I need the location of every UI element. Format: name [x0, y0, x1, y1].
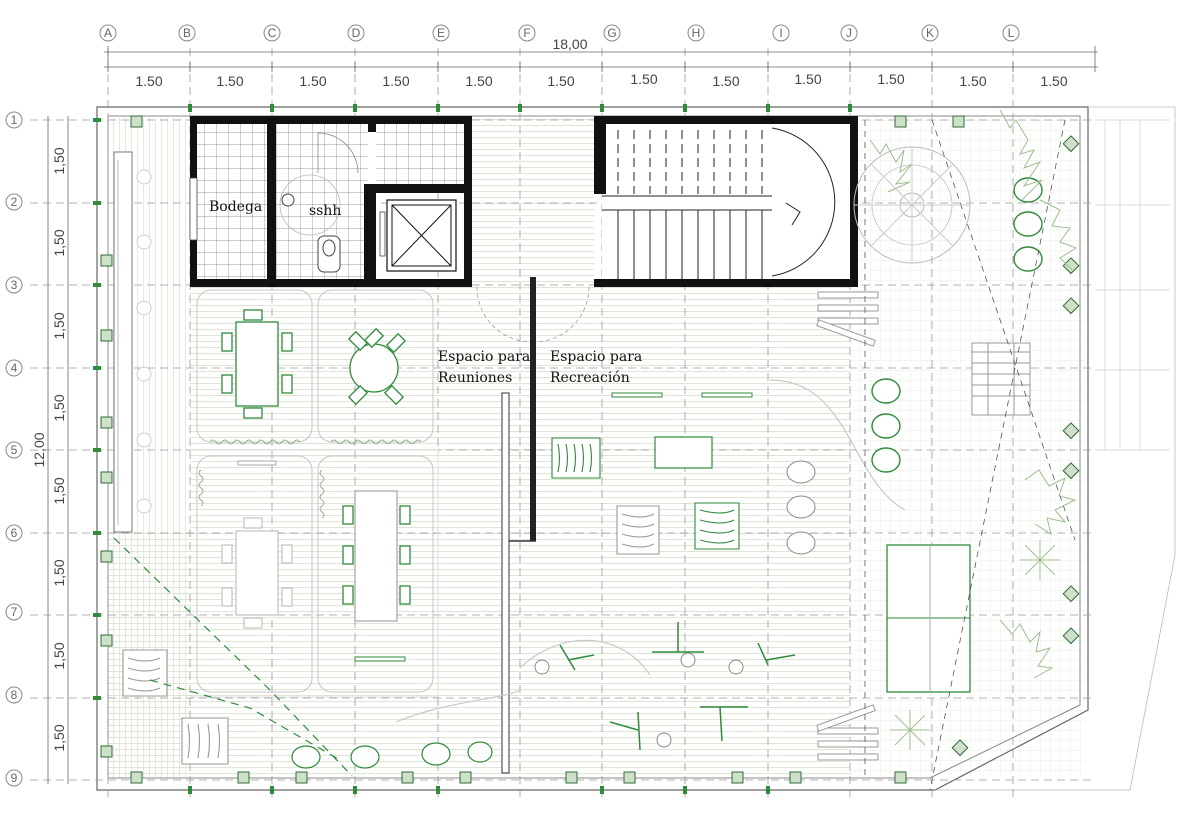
svg-text:F: F	[523, 26, 530, 40]
svg-text:4: 4	[11, 361, 18, 375]
column-dimensions: 1.50 1.50 1.50 1.50 1.50 1.50 1.50 1.50 …	[135, 71, 1067, 89]
stair-core	[594, 116, 858, 287]
total-height-label: 12,00	[31, 432, 47, 467]
grid-row-label: 7	[5, 603, 23, 621]
meeting-table-long	[342, 490, 411, 622]
column-grid-labels: A B C D E F G H I J K L	[99, 24, 1020, 42]
column-dim: 1.50	[1040, 73, 1067, 89]
wall-shelf	[237, 460, 277, 466]
svg-text:2: 2	[11, 195, 18, 209]
column-dim: 1.50	[465, 73, 492, 89]
room-label-reuniones-line1: Espacio para	[438, 349, 530, 365]
room-label-recreacion-line1: Espacio para	[550, 349, 642, 365]
grid-row-label: 1	[5, 111, 23, 129]
column-dim: 1.50	[959, 73, 986, 89]
perimeter-columns	[100, 115, 1080, 784]
svg-text:9: 9	[11, 771, 18, 785]
room-label-recreacion-line2: Recreación	[550, 370, 630, 386]
grid-column-label: I	[772, 24, 790, 42]
grid-row-label: 4	[5, 359, 23, 377]
svg-text:C: C	[268, 26, 277, 40]
top-dimension-line	[104, 46, 1098, 72]
column-dim: 1.50	[216, 73, 243, 89]
svg-text:I: I	[779, 26, 782, 40]
grid-column-label: F	[518, 24, 536, 42]
wall-shelf	[354, 656, 406, 662]
svg-text:J: J	[846, 26, 852, 40]
svg-text:D: D	[352, 26, 361, 40]
grid-column-label: A	[99, 24, 117, 42]
row-dim: 1,50	[51, 229, 67, 256]
grid-column-label: C	[263, 24, 281, 42]
column-dim-ticks	[189, 62, 1014, 72]
column-dim: 1.50	[712, 73, 739, 89]
recreation-furniture	[113, 119, 1076, 791]
left-bench	[113, 151, 152, 533]
grid-column-label: H	[687, 24, 705, 42]
row-dim: 1,50	[51, 724, 67, 751]
meeting-table-round	[347, 327, 407, 406]
grid-row-label: 9	[5, 769, 23, 787]
meeting-area-outline	[190, 449, 439, 698]
row-dim: 1,50	[51, 477, 67, 504]
grid-row-label: 6	[5, 524, 23, 542]
svg-text:1: 1	[11, 113, 18, 127]
row-dimensions: 1,50 1,50 1,50 1,50 1,50 1,50 1,50 1,50	[51, 147, 67, 751]
room-label-reuniones-line2: Reuniones	[438, 370, 512, 386]
grid-column-label: B	[178, 24, 196, 42]
row-dim: 1,50	[51, 559, 67, 586]
column-dim: 1.50	[877, 71, 904, 87]
column-dim: 1.50	[135, 73, 162, 89]
row-grid-labels: 1 2 3 4 5 6 7 8 9	[5, 111, 23, 787]
grid-column-label: D	[347, 24, 365, 42]
svg-text:K: K	[926, 26, 934, 40]
svg-text:E: E	[437, 26, 445, 40]
row-dim: 1,50	[51, 312, 67, 339]
meeting-table-rect-1	[221, 309, 293, 419]
rug-fringes	[198, 439, 422, 519]
service-core	[189, 116, 472, 287]
row-dim: 1,50	[51, 394, 67, 421]
grid-column-label: K	[921, 24, 939, 42]
sliding-partition	[501, 392, 510, 774]
terrace-vegetation	[853, 109, 1078, 750]
grid-column-label: J	[840, 24, 858, 42]
svg-text:G: G	[607, 26, 616, 40]
grid-row-label: 3	[5, 276, 23, 294]
grid-row-label: 5	[5, 441, 23, 459]
column-dim: 1.50	[794, 71, 821, 87]
room-label-bodega: Bodega	[209, 199, 262, 215]
svg-text:A: A	[104, 26, 112, 40]
grid-column-label: L	[1002, 24, 1020, 42]
row-dim: 1,50	[51, 147, 67, 174]
svg-text:6: 6	[11, 526, 18, 540]
row-dim: 1,50	[51, 642, 67, 669]
room-label-sshh: sshh	[309, 203, 341, 219]
grid-row-label: 8	[5, 686, 23, 704]
column-dim: 1.50	[299, 73, 326, 89]
grid-column-label: E	[432, 24, 450, 42]
svg-text:7: 7	[11, 605, 18, 619]
grid-column-label: G	[603, 24, 621, 42]
meeting-area-rugs	[196, 289, 434, 693]
column-dim: 1.50	[382, 73, 409, 89]
grid-row-label: 2	[5, 193, 23, 211]
svg-text:B: B	[183, 26, 191, 40]
svg-text:8: 8	[11, 688, 18, 702]
column-dim: 1.50	[630, 71, 657, 87]
lobby-door-swings	[476, 286, 590, 343]
meeting-table-rect-2	[221, 517, 293, 629]
svg-text:5: 5	[11, 443, 18, 457]
svg-text:3: 3	[11, 278, 18, 292]
facade-mullions	[93, 104, 852, 794]
column-dim: 1.50	[547, 73, 574, 89]
left-dimension-line	[47, 116, 69, 784]
building-outline	[96, 106, 1176, 791]
svg-text:L: L	[1008, 26, 1015, 40]
total-width-label: 18,00	[552, 36, 587, 52]
partition-wall	[530, 277, 536, 541]
svg-text:H: H	[692, 26, 701, 40]
